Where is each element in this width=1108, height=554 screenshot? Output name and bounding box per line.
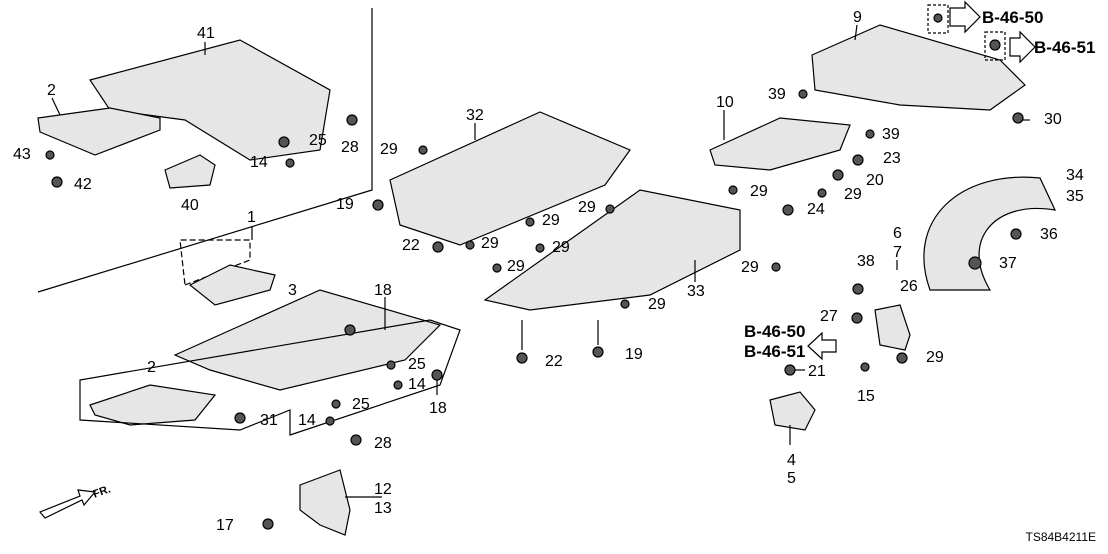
callout-label: 33: [687, 283, 705, 300]
part-12-mudguard: [299, 469, 351, 536]
callout-label: 24: [807, 201, 825, 218]
callout-label: 14: [298, 412, 316, 429]
callout-label: 7: [893, 244, 902, 261]
callout-label: 26: [900, 278, 918, 295]
ref-arrow-b4650-top: [949, 0, 981, 34]
callout-label: 9: [853, 9, 862, 26]
part-group-outline: [79, 319, 461, 436]
callout-label: 20: [866, 172, 884, 189]
callout-label: 2: [147, 359, 156, 376]
callout-label: 29: [750, 183, 768, 200]
diagram-code: TS84B4211E: [1025, 530, 1097, 544]
callout-label: 18: [429, 400, 447, 417]
clip-box: [927, 4, 949, 34]
callout-label: 28: [374, 435, 392, 452]
callout-label: 4: [787, 452, 796, 469]
callout-label: 22: [545, 353, 563, 370]
part-40-bracket: [164, 154, 216, 189]
callout-label: 6: [893, 225, 902, 242]
callout-label: 40: [181, 197, 199, 214]
callout-label: 2: [47, 82, 56, 99]
callout-label: 25: [352, 396, 370, 413]
reference-link[interactable]: B-46-50: [982, 8, 1044, 27]
callout-label: 14: [250, 154, 268, 171]
part-1-frame: [173, 289, 442, 391]
callout-label: 28: [341, 139, 359, 156]
callout-label: 29: [552, 239, 570, 256]
part-4-bracket: [769, 391, 816, 431]
callout-label: 31: [260, 412, 278, 429]
callout-label: 25: [309, 132, 327, 149]
callout-label: 15: [857, 388, 875, 405]
callout-label: 18: [374, 282, 392, 299]
callout-label: 32: [466, 107, 484, 124]
fasteners: [45, 13, 1024, 530]
callout-label: 22: [402, 237, 420, 254]
callout-label: 19: [336, 196, 354, 213]
callout-label: 29: [481, 235, 499, 252]
callout-label: 1: [247, 209, 256, 226]
callout-label: 17: [216, 517, 234, 534]
reference-link[interactable]: B-46-51: [744, 342, 806, 361]
reference-link[interactable]: B-46-50: [744, 322, 806, 341]
front-direction-arrow: [39, 489, 97, 519]
callout-label: 29: [648, 296, 666, 313]
callout-label: 29: [926, 349, 944, 366]
part-10-cover: [709, 117, 851, 171]
part-9-cover: [811, 24, 1026, 111]
part-34-fender-liner: [923, 176, 1057, 291]
part-32-cover: [389, 111, 631, 246]
part-33-cover: [483, 189, 741, 311]
part-2-cover-lower: [89, 384, 217, 426]
ref-arrow-b4650-lower: [807, 331, 837, 361]
callout-label: 3: [288, 282, 297, 299]
part-2-cover: [37, 107, 161, 156]
callout-label: 41: [197, 25, 215, 42]
callout-label: 10: [716, 94, 734, 111]
callout-label: 29: [578, 199, 596, 216]
callout-label: 39: [768, 86, 786, 103]
callout-label: 25: [408, 356, 426, 373]
callout-label: 29: [507, 258, 525, 275]
callout-label: 30: [1044, 111, 1062, 128]
callout-label: 27: [820, 308, 838, 325]
callout-label: 29: [542, 212, 560, 229]
callout-label: 12: [374, 481, 392, 498]
callout-label: 36: [1040, 226, 1058, 243]
reference-link[interactable]: B-46-51: [1034, 38, 1096, 57]
callout-label: 13: [374, 500, 392, 517]
callout-label: 29: [380, 141, 398, 158]
clip-box: [984, 31, 1006, 61]
ref-arrow-b4651-top: [1009, 30, 1036, 64]
callout-label: 21: [808, 363, 826, 380]
callout-label: 37: [999, 255, 1017, 272]
callout-label: 42: [74, 176, 92, 193]
callout-label: 23: [883, 150, 901, 167]
callout-label: 29: [741, 259, 759, 276]
callout-label: 43: [13, 146, 31, 163]
callout-label: 39: [882, 126, 900, 143]
callout-label: 5: [787, 470, 796, 487]
callout-label: 19: [625, 346, 643, 363]
callout-label: 38: [857, 253, 875, 270]
callout-label: 14: [408, 376, 426, 393]
part-3-cover: [188, 264, 276, 306]
callout-label: 35: [1066, 188, 1084, 205]
callout-label: 34: [1066, 167, 1084, 184]
leader-lines: [51, 24, 1030, 498]
part-6-splash-guard: [874, 304, 911, 351]
section-divider: [37, 8, 373, 293]
callout-label: 29: [844, 186, 862, 203]
